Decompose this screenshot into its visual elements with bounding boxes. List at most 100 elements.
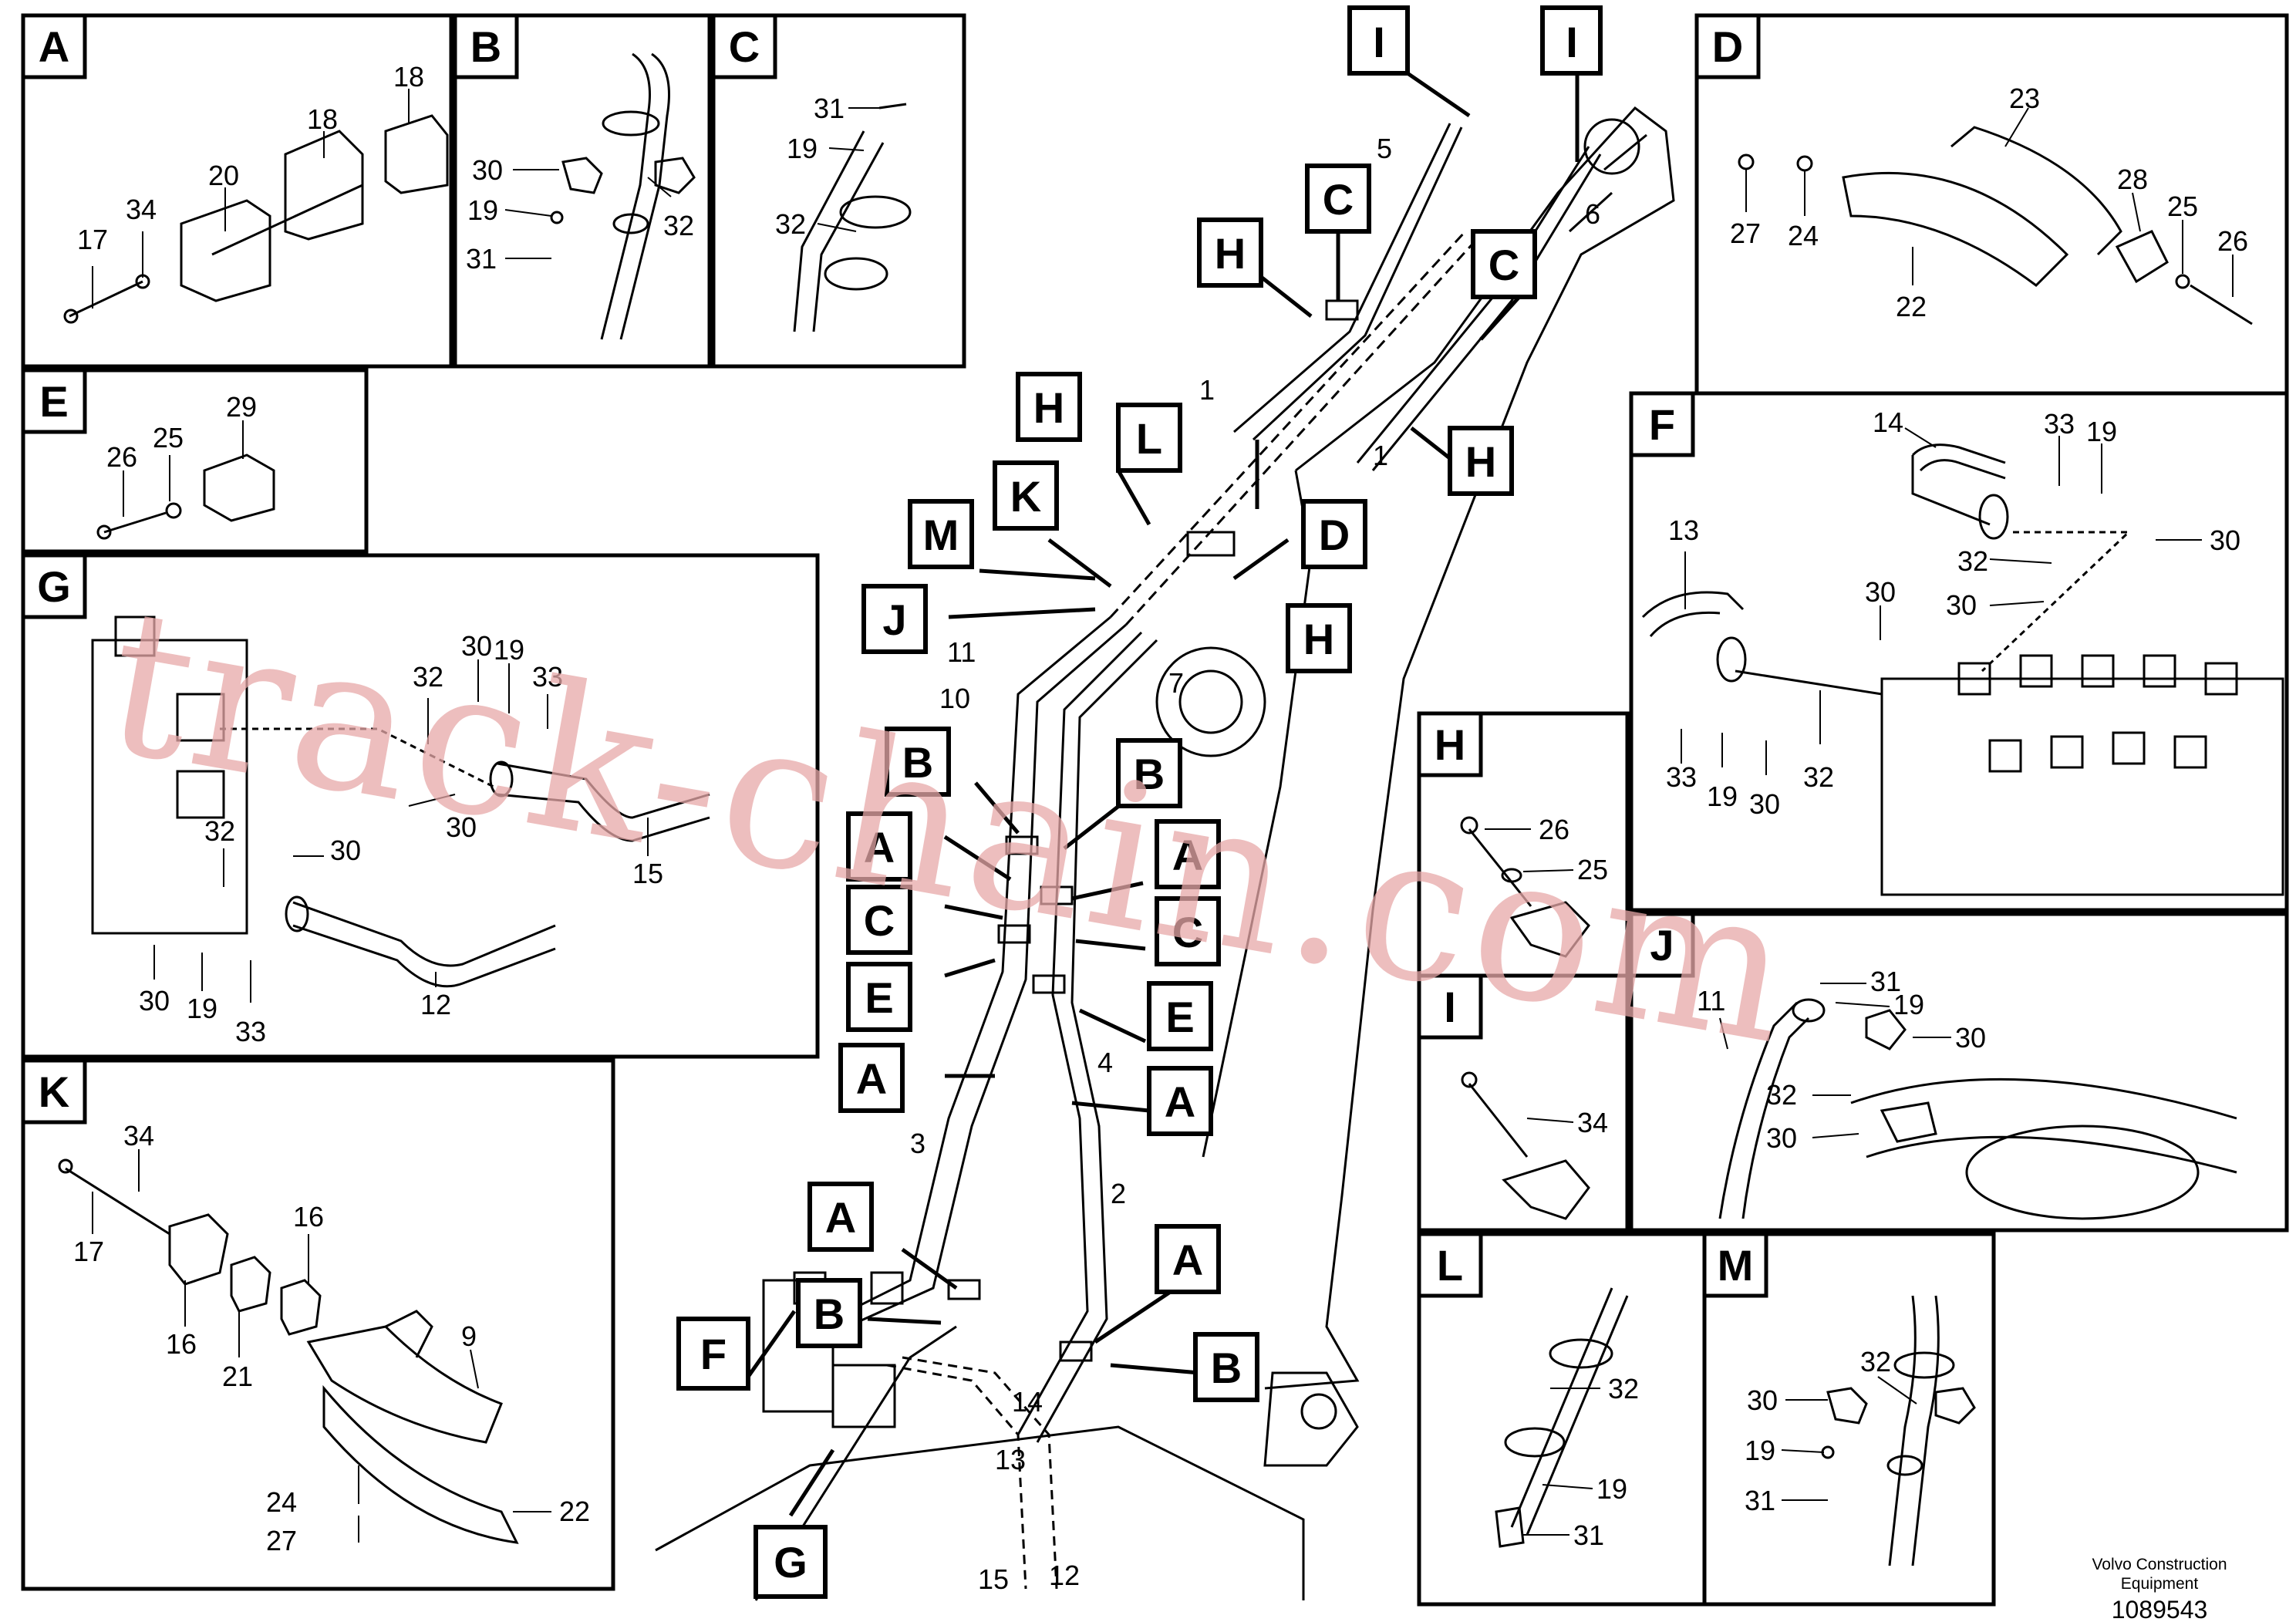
main-callout: C bbox=[864, 896, 895, 945]
main-callout: B bbox=[902, 738, 933, 787]
detail-panel-g: G 30 19 33 32 32 30 30 15 30 19 33 12 bbox=[21, 553, 820, 1059]
detail-panel-d: D 23 28 25 26 27 24 22 bbox=[1694, 13, 2289, 396]
part-number: 33 bbox=[1666, 761, 1697, 793]
company-name-line1: Volvo Construction bbox=[2092, 1556, 2227, 1573]
part-number: 32 bbox=[1860, 1346, 1891, 1378]
main-callout: A bbox=[825, 1193, 856, 1242]
part-number: 20 bbox=[208, 160, 239, 191]
footer: Volvo Construction Equipment 1089543 bbox=[2092, 1556, 2227, 1622]
part-number: 19 bbox=[187, 993, 217, 1024]
panel-letter: F bbox=[1649, 400, 1675, 449]
detail-panel-i: I 34 bbox=[1417, 973, 1630, 1233]
part-number: 30 bbox=[1749, 788, 1780, 820]
part-number: 16 bbox=[293, 1201, 324, 1233]
detail-panel-l: L 32 19 31 bbox=[1417, 1232, 1707, 1607]
main-callout: G bbox=[774, 1538, 807, 1587]
detail-panel-f: F 14 33 19 30 13 32 30 30 33 19 30 32 bbox=[1629, 391, 2289, 912]
part-number: 29 bbox=[226, 391, 257, 423]
part-number: 26 bbox=[106, 441, 137, 473]
main-callout: H bbox=[1215, 229, 1246, 278]
main-callout: E bbox=[865, 973, 893, 1022]
detail-panel-b: B 30 19 31 32 bbox=[453, 13, 712, 369]
main-callout-letters: I I C C H H H D H L K M J B B A A C C E … bbox=[700, 18, 1578, 1587]
part-number: 31 bbox=[814, 93, 845, 124]
part-number: 27 bbox=[266, 1525, 297, 1556]
part-number: 30 bbox=[1747, 1384, 1778, 1416]
part-number: 16 bbox=[166, 1328, 197, 1360]
main-callout: A bbox=[864, 823, 895, 872]
detail-panel-c: C 31 19 32 bbox=[711, 13, 966, 369]
part-number: 23 bbox=[2009, 83, 2040, 114]
panel-letter: K bbox=[39, 1067, 69, 1116]
main-callout: L bbox=[1136, 414, 1162, 463]
part-number: 21 bbox=[222, 1361, 253, 1392]
part-number: 11 bbox=[1697, 985, 1725, 1017]
main-callout-boxes bbox=[676, 5, 1603, 1599]
detail-panel-k: K 34 17 16 16 21 9 24 27 22 bbox=[21, 1058, 615, 1591]
part-number: 12 bbox=[420, 989, 451, 1020]
part-number: 34 bbox=[1577, 1107, 1608, 1138]
detail-panel-a: A 18 18 20 34 17 bbox=[21, 13, 453, 369]
main-part-numbers: 5 6 1 1 11 10 7 4 3 2 14 13 15 12 bbox=[910, 133, 1600, 1595]
part-number: 17 bbox=[73, 1236, 104, 1267]
detail-panel-e: E 29 26 25 bbox=[21, 368, 369, 554]
main-callout: B bbox=[1134, 750, 1165, 798]
part-number: 30 bbox=[139, 985, 170, 1017]
main-callout: B bbox=[814, 1290, 845, 1338]
part-number: 30 bbox=[1946, 589, 1977, 621]
main-callout: I bbox=[1373, 18, 1385, 66]
part-number: 19 bbox=[1745, 1435, 1775, 1466]
part-number: 19 bbox=[787, 133, 818, 164]
part-number: 25 bbox=[2167, 191, 2198, 222]
panel-letter: B bbox=[470, 22, 501, 71]
part-number: 13 bbox=[995, 1444, 1026, 1475]
part-number: 17 bbox=[77, 224, 108, 255]
panel-letter: I bbox=[1444, 983, 1456, 1031]
part-number: 34 bbox=[123, 1120, 154, 1152]
part-number: 32 bbox=[1957, 545, 1988, 577]
part-number: 25 bbox=[1577, 854, 1608, 885]
part-number: 19 bbox=[1596, 1473, 1627, 1505]
panel-letter: J bbox=[1650, 921, 1674, 969]
panel-letter: L bbox=[1437, 1241, 1463, 1290]
part-number: 30 bbox=[330, 835, 361, 866]
part-number: 33 bbox=[2044, 408, 2075, 440]
part-number: 32 bbox=[1608, 1373, 1639, 1404]
company-name-line2: Equipment bbox=[2121, 1575, 2199, 1593]
part-number: 10 bbox=[939, 683, 970, 714]
panel-letter: H bbox=[1435, 720, 1465, 769]
part-number: 32 bbox=[1766, 1079, 1797, 1111]
part-number: 34 bbox=[126, 194, 157, 225]
part-number: 19 bbox=[1707, 781, 1738, 812]
main-callout: A bbox=[856, 1054, 887, 1103]
part-number: 7 bbox=[1168, 667, 1184, 699]
part-number: 19 bbox=[2086, 416, 2117, 447]
main-callout: K bbox=[1010, 472, 1041, 521]
detail-panel-h: H 26 25 bbox=[1417, 711, 1630, 978]
part-number: 6 bbox=[1585, 198, 1600, 230]
main-callout: H bbox=[1465, 437, 1496, 486]
part-number: 30 bbox=[1865, 576, 1896, 608]
part-number: 25 bbox=[153, 422, 184, 454]
part-number: 15 bbox=[632, 858, 663, 889]
part-number: 19 bbox=[1893, 989, 1924, 1020]
part-number: 19 bbox=[494, 634, 524, 666]
part-number: 32 bbox=[663, 210, 694, 241]
main-callout: A bbox=[1165, 1077, 1195, 1126]
part-number: 30 bbox=[446, 811, 477, 843]
part-number: 2 bbox=[1111, 1178, 1126, 1209]
main-callout: H bbox=[1033, 383, 1064, 432]
panel-letter: A bbox=[39, 22, 69, 71]
main-callout: B bbox=[1211, 1344, 1242, 1392]
part-number: 24 bbox=[266, 1486, 297, 1518]
part-number: 9 bbox=[461, 1320, 477, 1352]
main-callout: F bbox=[700, 1330, 727, 1378]
part-number: 32 bbox=[1803, 761, 1834, 793]
part-number: 18 bbox=[307, 103, 338, 135]
main-boom-drawing bbox=[655, 106, 1675, 1601]
part-number: 30 bbox=[461, 630, 492, 662]
part-number: 5 bbox=[1377, 133, 1392, 164]
part-number: 1 bbox=[1373, 440, 1388, 471]
part-number: 26 bbox=[1539, 814, 1569, 845]
